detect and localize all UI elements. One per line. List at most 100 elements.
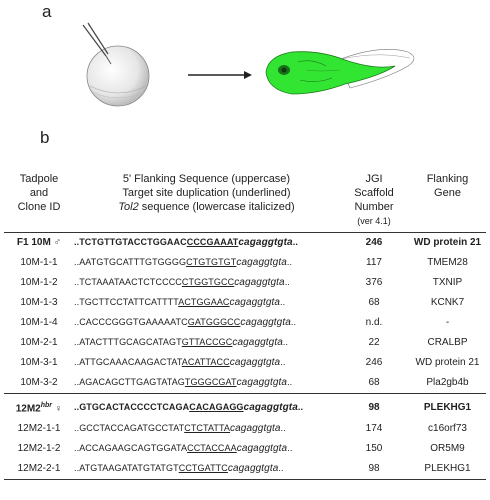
flanking-gene: TXNIP — [432, 277, 463, 288]
target-site-duplication: ACATTACC — [181, 357, 230, 367]
flanking-gene: OR5M9 — [430, 443, 465, 455]
scaffold-number: 98 — [339, 459, 409, 481]
panel-label-a: a — [42, 2, 52, 21]
injection-illustration — [82, 22, 415, 107]
header-gene-line2: Gene — [434, 187, 461, 199]
injection-needle-icon — [82, 22, 112, 65]
header-flanking-sequence: 5' Flanking Sequence (uppercase) Target … — [74, 172, 339, 233]
target-site-duplication: CCTACCAA — [187, 443, 237, 454]
trail-dots: .. — [284, 277, 290, 287]
tol2-sequence: cagaggtgta — [240, 317, 291, 328]
target-site-duplication: CTCTATTA — [184, 423, 231, 434]
scaffold-number: 174 — [365, 423, 383, 435]
clone-id: 12M2-2-1 — [17, 463, 61, 475]
clone-id-cell: 12M2-2-1 — [4, 459, 74, 481]
clone-id-cell: 10M-1-3 — [4, 293, 74, 313]
target-site-duplication: TGGGCGAT — [184, 377, 237, 387]
lead-dots: .. — [74, 401, 80, 412]
target-site-duplication: CCTGATTC — [178, 463, 228, 474]
scaffold-number: 117 — [366, 257, 382, 268]
flanking-sequence-cell: ..CACCCGGGTGAAAAATCGATGGGCCcagaggtgta.. — [74, 313, 339, 333]
tol2-sequence: cagaggtgta — [234, 277, 285, 288]
trail-dots: .. — [297, 401, 304, 412]
lead-dots: .. — [74, 377, 80, 387]
arrow-icon — [188, 71, 252, 79]
lead-dots: .. — [74, 357, 80, 367]
clone-id-cell: 10M-1-1 — [4, 253, 74, 273]
scaffold-number: 246 — [365, 357, 383, 368]
clone-id: 10M-1-3 — [20, 297, 58, 308]
scaffold-number: 246 — [365, 237, 383, 248]
tol2-sequence: cagaggtgta — [227, 463, 279, 475]
header-clone-line2: and — [29, 187, 49, 199]
clone-id-cell: 10M-3-2 — [4, 373, 74, 394]
flanking-sequence-cell: ..TCTAAATAACTCTCCCCCTGGTGCCcagaggtgta.. — [74, 273, 339, 293]
tadpole-icon — [265, 49, 415, 95]
header-scaffold: JGI Scaffold Number (ver 4.1) — [339, 172, 409, 233]
lead-dots: .. — [74, 423, 80, 434]
sex-symbol: ♀ — [54, 403, 63, 415]
flank-sequence: TCTAAATAACTCTCCCC — [79, 277, 182, 287]
flank-sequence: CACCCGGGTGAAAAATC — [79, 317, 188, 327]
tol2-sequence: cagaggtgta — [232, 337, 283, 348]
target-site-duplication: CTGGTGCC — [181, 277, 235, 287]
table-row: 12M2-1-1..GCCTACCAGATGCCTATCTCTATTAcagag… — [4, 419, 486, 439]
tol2-sequence: cagaggtgta — [243, 401, 298, 413]
scaffold-number: 98 — [339, 393, 409, 420]
flank-sequence: TGCTTCCTATTCATTTT — [79, 297, 179, 307]
flanking-gene: - — [445, 317, 450, 328]
tol2-sequence: cagaggtgta — [229, 297, 281, 308]
table-row: 10M-1-4 ..CACCCGGGTGAAAAATCGATGGGCCcagagg… — [4, 313, 486, 333]
tol2-sequence: cagaggtgta — [236, 257, 287, 268]
scaffold-number: 22 — [368, 337, 380, 348]
flanking-gene: TMEM28 — [427, 257, 468, 268]
flanking-sequence-cell: ..AGACAGCTTGAGTATAGTGGGCGATcagaggtgta.. — [74, 373, 339, 394]
header-scaffold-line4: (ver 4.1) — [357, 216, 391, 226]
trail-dots: .. — [286, 257, 293, 267]
trail-dots: .. — [280, 423, 286, 434]
clone-id: 10M-3-2 — [20, 377, 58, 388]
header-gene-line1: Flanking — [426, 173, 469, 185]
flanking-gene: KCNK7 — [430, 297, 465, 308]
flank-sequence: AATGTGCATTTGTGGGG — [79, 257, 187, 267]
clone-id: 10M-3-1 — [20, 357, 58, 368]
table-row: 12M2hbr ♀..GTGCACTACCCCTCAGACACAGAGGcaga… — [4, 393, 486, 420]
flanking-sequence-table: Tadpole and Clone ID 5' Flanking Sequenc… — [4, 172, 486, 481]
target-site-duplication: GATGGGCC — [187, 317, 241, 327]
scaffold-number: 68 — [368, 377, 380, 388]
flank-sequence: GTGCACTACCCCTCAGA — [79, 401, 190, 412]
lead-dots: .. — [74, 297, 80, 307]
flanking-sequence-cell: ..ATGTAAGATATGTATGTCCTGATTCcagaggtgta.. — [74, 459, 339, 481]
table-row: 10M-1-2..TCTAAATAACTCTCCCCCTGGTGCCcagagg… — [4, 273, 486, 293]
header-flanking-gene: Flanking Gene — [409, 172, 486, 233]
clone-id: 10M-2-1 — [20, 337, 58, 348]
trail-dots: .. — [282, 337, 289, 347]
clone-id: 12M2-1-2 — [17, 443, 61, 455]
flanking-sequence-cell: ..GTGCACTACCCCTCAGACACAGAGGcagaggtgta.. — [74, 393, 339, 420]
clone-id: F1 10M — [16, 237, 51, 248]
header-flank-line1: 5' Flanking Sequence (uppercase) — [122, 173, 291, 185]
clone-id-cell: 12M2-1-2 — [4, 439, 74, 459]
tol2-sequence: cagaggtgta — [236, 377, 288, 388]
tol2-sequence: cagaggtgta — [238, 237, 293, 248]
target-site-duplication: CACAGAGG — [189, 401, 244, 412]
flank-sequence: GCCTACCAGATGCCTAT — [79, 423, 185, 434]
trail-dots: .. — [287, 443, 293, 454]
clone-id-cell: 10M-2-1 — [4, 333, 74, 353]
lead-dots: .. — [74, 237, 80, 247]
flank-sequence: ATACTTTGCAGCATAGT — [79, 337, 182, 347]
target-site-duplication: ACTGGAAC — [178, 297, 230, 307]
flanking-gene: c16orf73 — [428, 423, 467, 435]
clone-id-cell: 12M2hbr ♀ — [4, 393, 74, 420]
trail-dots: .. — [280, 297, 286, 307]
flanking-sequence-cell: ..ACCAGAAGCAGTGGATACCTACCAAcagaggtgta.. — [74, 439, 339, 459]
flank-sequence: ATTGCAAACAAGACTAT — [79, 357, 182, 367]
tol2-sequence: cagaggtgta — [230, 423, 281, 435]
trail-dots: .. — [280, 357, 286, 367]
lead-dots: .. — [74, 463, 80, 474]
egg-icon — [86, 45, 150, 107]
clone-id-cell: 10M-3-1 — [4, 353, 74, 373]
clone-id: 12M2-1-1 — [17, 423, 61, 435]
table-row: F1 10M ♂..TCTGTTGTACCTGGAACCCCGAAATcagag… — [4, 233, 486, 254]
clone-id: 10M-1-4 — [20, 317, 58, 328]
